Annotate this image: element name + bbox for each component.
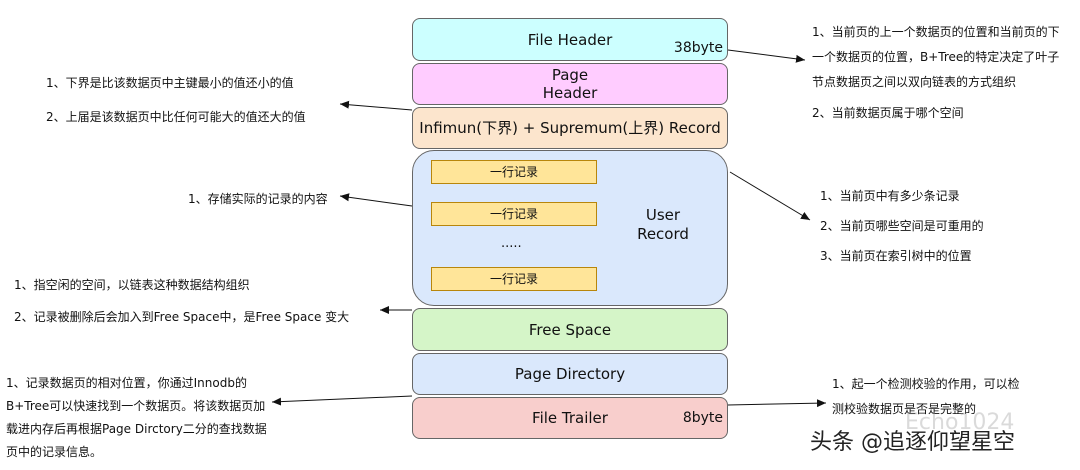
note-infimum-supremum-line1: 1、下界是比该数据页中主键最小的值还小的值 [46, 76, 294, 90]
note-file-trailer-line1: 1、起一个检测校验的作用，可以检 [832, 377, 1020, 391]
note-page-directory-line3: 载进内存后再根据Page Dirctory二分的查找数据 [6, 422, 267, 436]
note-infimum-supremum: 1、下界是比该数据页中主键最小的值还小的值 2、上届是该数据页中比任何可能大的值… [46, 74, 306, 126]
infimum-supremum-label: Infimun(下界) + Supremum(上界) Record [419, 119, 721, 137]
note-infimum-supremum-line2: 2、上届是该数据页中比任何可能大的值还大的值 [46, 110, 306, 124]
file-header-label: File Header [527, 30, 613, 49]
page-directory-label: Page Directory [514, 365, 626, 383]
note-page-directory-line1: 1、记录数据页的相对位置，你通过Innodb的 [6, 376, 247, 390]
note-page-header-info: 1、当前页中有多少条记录 2、当前页哪些空间是可重用的 3、当前页在索引树中的位… [820, 181, 984, 271]
note-page-header-info-line3: 3、当前页在索引树中的位置 [820, 249, 972, 263]
arrow-file-header [727, 49, 806, 63]
free-space-label: Free Space [528, 320, 612, 339]
file-trailer-size: 8byte [682, 410, 723, 426]
note-file-trailer: 1、起一个检测校验的作用，可以检 测校验数据页是否是完整的 [832, 372, 1020, 422]
note-file-header-line1: 1、当前页的上一个数据页的位置和当前页的下 [812, 25, 1060, 39]
user-records-label-line2: Record [637, 225, 689, 243]
note-page-directory-line4: 页中的记录信息。 [6, 445, 103, 459]
note-page-header-info-line1: 1、当前页中有多少条记录 [820, 189, 960, 203]
note-free-space-line1: 1、指空闲的空间，以链表这种数据结构组织 [14, 278, 250, 292]
page-header-label-line2: Header [542, 84, 598, 102]
arrow-file-trailer [727, 399, 827, 408]
free-space-block: Free Space [412, 308, 728, 351]
note-file-header: 1、当前页的上一个数据页的位置和当前页的下 一个数据页的位置，B+Tree的特定… [812, 20, 1060, 126]
file-trailer-block: File Trailer 8byte [412, 397, 728, 439]
note-page-directory-line2: B+Tree可以快速找到一个数据页。将该数据页加 [6, 399, 266, 413]
note-free-space: 1、指空闲的空间，以链表这种数据结构组织 2、记录被删除后会加入到Free Sp… [14, 276, 349, 326]
note-page-header-info-line2: 2、当前页哪些空间是可重用的 [820, 219, 984, 233]
arrow-user-records [339, 193, 413, 207]
page-directory-block: Page Directory [412, 353, 728, 395]
record-row-3: 一行记录 [431, 267, 597, 291]
watermark-faint: Echo1024 [905, 410, 1015, 435]
arrow-page-header-info [729, 171, 811, 221]
page-header-label-line1: Page [551, 66, 589, 84]
user-records-block: 一行记录 一行记录 ..... 一行记录 User Record [412, 150, 728, 306]
note-file-header-line4: 2、当前数据页属于哪个空间 [812, 106, 964, 120]
note-file-header-line3: 节点数据页之间以双向链表的方式组织 [812, 75, 1017, 89]
note-page-directory: 1、记录数据页的相对位置，你通过Innodb的 B+Tree可以快速找到一个数据… [6, 372, 267, 464]
user-records-label-line1: User [645, 206, 681, 224]
note-free-space-line2: 2、记录被删除后会加入到Free Space中，是Free Space 变大 [14, 310, 350, 324]
arrow-inf-sup [339, 100, 413, 111]
record-row-1: 一行记录 [431, 160, 597, 184]
note-file-trailer-line2: 测校验数据页是否是完整的 [832, 402, 977, 416]
file-header-block: File Header 38byte [412, 18, 728, 61]
note-user-records-line1: 1、存储实际的记录的内容 [188, 192, 328, 206]
arrow-page-directory [271, 395, 413, 406]
file-trailer-label: File Trailer [532, 409, 608, 427]
record-ellipsis: ..... [501, 236, 522, 251]
file-header-size: 38byte [673, 40, 723, 56]
page-header-block: Page Header [412, 63, 728, 105]
watermark: 头条 @追逐仰望星空 [810, 430, 1015, 455]
note-file-header-line2: 一个数据页的位置，B+Tree的特定决定了叶子 [812, 50, 1060, 64]
user-records-label: User Record [633, 206, 693, 244]
record-row-2: 一行记录 [431, 202, 597, 226]
infimum-supremum-block: Infimun(下界) + Supremum(上界) Record [412, 107, 728, 149]
note-user-records: 1、存储实际的记录的内容 [188, 190, 328, 208]
